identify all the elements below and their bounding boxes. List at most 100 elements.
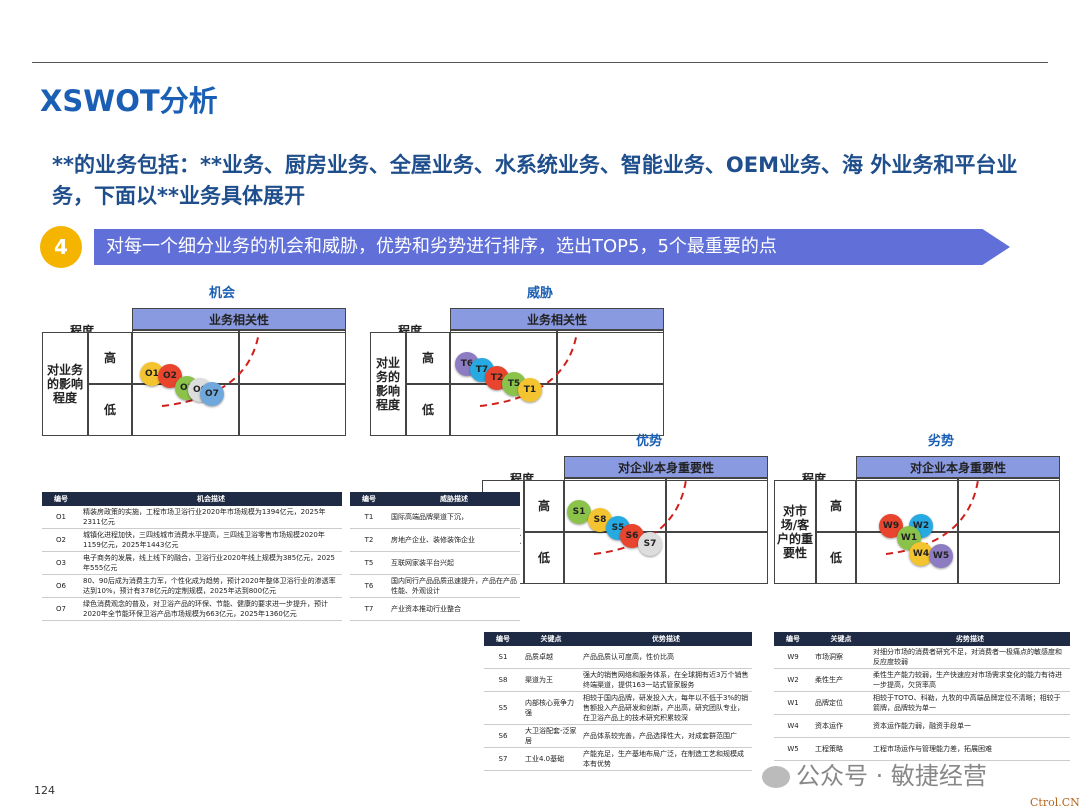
table-header: 编号 bbox=[484, 632, 522, 646]
table-cell: W2 bbox=[774, 668, 812, 692]
brand-mark: Ctrol.CN bbox=[1030, 796, 1080, 809]
row-low: 低 bbox=[816, 532, 856, 584]
table-header: 优势描述 bbox=[580, 632, 752, 646]
table-cell: W4 bbox=[774, 714, 812, 738]
table-cell: T5 bbox=[350, 551, 388, 575]
table-cell: S7 bbox=[484, 747, 522, 771]
table-cell: O2 bbox=[42, 528, 80, 552]
table-cell: S8 bbox=[484, 668, 522, 692]
table-cell: 资本运作 bbox=[812, 714, 870, 738]
table-cell: 精装房政策的实施，工程市场卫浴行业2020年市场规模为1394亿元，2025年2… bbox=[80, 506, 342, 529]
table-cell: S6 bbox=[484, 724, 522, 748]
table-cell: 工业4.0基础 bbox=[522, 747, 580, 771]
table-cell: 内部核心竞争力强 bbox=[522, 691, 580, 725]
matrix-cell bbox=[557, 384, 664, 436]
top-divider bbox=[32, 62, 1048, 63]
table-cell: 产能充足，生产基地布局广泛，在制造工艺和规模成本有优势 bbox=[580, 747, 752, 771]
table-header: 威胁描述 bbox=[388, 492, 520, 506]
row-high: 高 bbox=[524, 480, 564, 532]
matrix-cell bbox=[239, 384, 346, 436]
table-cell: 工程市场运作与管理能力差，拓展困难 bbox=[870, 737, 1070, 761]
table-cell: 相较于国内品牌，研发投入大，每年以不低于3%的销售额投入产品研发和创新，产出高，… bbox=[580, 691, 752, 725]
table-cell: S5 bbox=[484, 691, 522, 725]
page-number: 124 bbox=[34, 784, 55, 797]
bubble-s7: S7 bbox=[638, 532, 662, 556]
column-header: 业务相关性 bbox=[132, 308, 346, 330]
table-header: 关键点 bbox=[522, 632, 580, 646]
table-header: 编号 bbox=[350, 492, 388, 506]
page-title: XSWOT分析 bbox=[40, 84, 218, 118]
table-cell: 柔性生产 bbox=[812, 668, 870, 692]
priority-curve bbox=[885, 479, 979, 555]
row-low: 低 bbox=[406, 384, 450, 436]
matrix-cell bbox=[856, 480, 958, 532]
table-cell: 城镇化进程加快，三四线城市消费水平提高，三四线卫浴零售市场规模2020年1159… bbox=[80, 528, 342, 552]
bubble-o7: O7 bbox=[200, 382, 224, 406]
table-header: 劣势描述 bbox=[870, 632, 1070, 646]
row-low: 低 bbox=[88, 384, 132, 436]
row-high: 高 bbox=[816, 480, 856, 532]
table-header: 关键点 bbox=[812, 632, 870, 646]
row-header: 对市场/客户的重要性 bbox=[774, 480, 816, 584]
table-cell: 对细分市场的消费者研究不足，对消费者一极痛点的敏感度和反应度较弱 bbox=[870, 646, 1070, 669]
table-cell: 互联网家装平台兴起 bbox=[388, 551, 520, 575]
table-header: 编号 bbox=[42, 492, 80, 506]
table-cell: O1 bbox=[42, 506, 80, 529]
table-cell: W5 bbox=[774, 737, 812, 761]
table-cell: O7 bbox=[42, 597, 80, 621]
table-cell: 产品体系较完善，产品选择性大，对成套群范围广 bbox=[580, 724, 752, 748]
table-cell: 产品品质认可度高，性价比高 bbox=[580, 646, 752, 669]
table-cell: S1 bbox=[484, 646, 522, 669]
table-cell: 品质卓越 bbox=[522, 646, 580, 669]
table-cell: T1 bbox=[350, 506, 388, 529]
matrix-cell bbox=[666, 480, 768, 532]
threat-label: 威胁 bbox=[527, 286, 554, 301]
table-cell: 品牌定位 bbox=[812, 691, 870, 715]
opportunity-label: 机会 bbox=[209, 286, 236, 301]
page-subtitle: **的业务包括：**业务、厨房业务、全屋业务、水系统业务、智能业务、OEM业务、… bbox=[52, 153, 1018, 208]
row-high: 高 bbox=[406, 332, 450, 384]
table-cell: O3 bbox=[42, 551, 80, 575]
matrix-cell bbox=[958, 480, 1060, 532]
priority-curve bbox=[161, 331, 260, 407]
table-cell: 产业资本推动行业整合 bbox=[388, 597, 520, 621]
table-cell: 渠道为王 bbox=[522, 668, 580, 692]
column-header: 对企业本身重要性 bbox=[564, 456, 768, 478]
column-header: 对企业本身重要性 bbox=[856, 456, 1060, 478]
table-cell: 工程策略 bbox=[812, 737, 870, 761]
table-header: 机会描述 bbox=[80, 492, 342, 506]
table-cell: 电子商务的发展，线上线下的融合，卫浴行业2020年线上规模为385亿元，2025… bbox=[80, 551, 342, 575]
weakness-label: 劣势 bbox=[928, 434, 955, 449]
table-cell: 柔性生产能力较弱，生产快速应对市场需求变化的能力有待进一步提高，欠货率高 bbox=[870, 668, 1070, 692]
bubble-t1: T1 bbox=[518, 378, 542, 402]
table-cell: T2 bbox=[350, 528, 388, 552]
row-header: 对业务的影响程度 bbox=[42, 332, 88, 436]
table-cell: 相较于TOTO、科勒，九牧的中高端品牌定位不清晰；相较于箭牌，品牌较为单一 bbox=[870, 691, 1070, 715]
table-cell: 市场洞察 bbox=[812, 646, 870, 669]
step-banner: 对每一个细分业务的机会和威胁，优势和劣势进行排序，选出TOP5，5个最重要的点 bbox=[94, 229, 1010, 265]
step-number-badge: 4 bbox=[40, 226, 82, 268]
bubble-s1: S1 bbox=[567, 500, 591, 524]
table-cell: T7 bbox=[350, 597, 388, 621]
table-cell: 强大的销售网络和服务体系，在全球拥有近3万个销售终端渠道，提供163一站式管家服… bbox=[580, 668, 752, 692]
